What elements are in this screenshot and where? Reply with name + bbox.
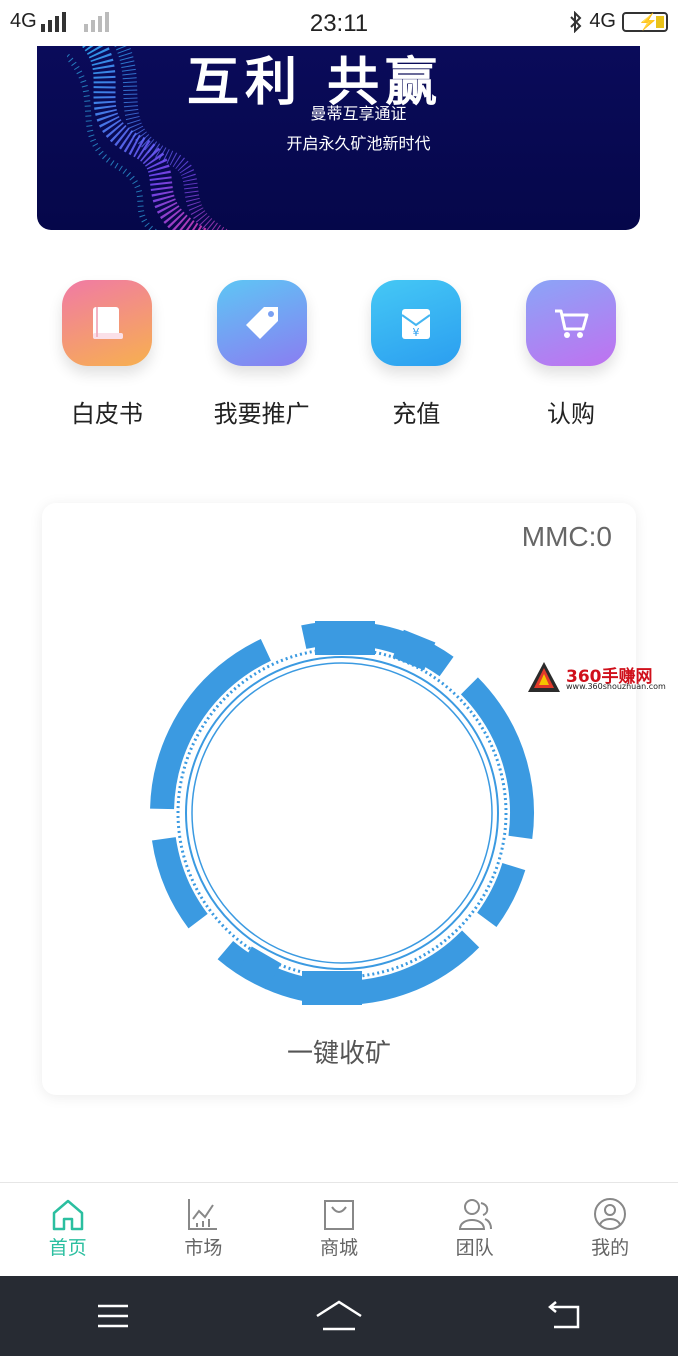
quick-action-recharge[interactable]: ¥ 充值 <box>339 280 493 440</box>
bluetooth-icon <box>570 10 582 33</box>
shopping-bag-icon <box>323 1200 354 1230</box>
menu-icon <box>98 1304 128 1328</box>
status-left: 4G <box>10 10 109 33</box>
collect-mining-label[interactable]: 一键收矿 <box>286 1039 391 1069</box>
home-icon <box>52 1199 84 1231</box>
promo-banner[interactable]: 互利 共赢 曼蒂互享通证 开启永久矿池新时代 <box>37 46 640 230</box>
mmc-balance: MMC:0 <box>521 521 612 552</box>
tab-label: 首页 <box>48 1237 87 1259</box>
subscribe-icon-tile <box>525 280 616 366</box>
quick-action-promote[interactable]: 我要推广 <box>185 280 339 440</box>
watermark-url: www.360shouzhuan.com <box>566 682 666 691</box>
cart-icon <box>554 309 589 338</box>
banner-title: 互利 共赢 <box>187 53 444 113</box>
banner-subtitle: 曼蒂互享通证 <box>310 104 407 123</box>
team-icon <box>458 1199 492 1230</box>
status-bar: 4G 23:11 4G ⚡ <box>0 0 678 46</box>
clock: 23:11 <box>309 10 369 37</box>
tab-label: 市场 <box>184 1237 223 1259</box>
tab-market[interactable]: 市场 <box>148 1183 258 1276</box>
home-nav-icon <box>316 1300 362 1331</box>
bottom-tab-bar: 首页 市场 商城 团队 我的 <box>0 1182 678 1276</box>
quick-action-label: 白皮书 <box>71 400 143 428</box>
home-button[interactable] <box>299 1286 379 1346</box>
mining-card: MMC:0 一键收矿 <box>42 503 636 1095</box>
quick-action-label: 我要推广 <box>213 400 310 428</box>
network-type-left: 4G <box>10 10 37 32</box>
watermark-logo-icon <box>528 662 560 692</box>
site-watermark: 360手赚网 www.360shouzhuan.com <box>526 660 676 696</box>
signal-secondary-icon <box>83 11 109 32</box>
status-right: 4G ⚡ <box>569 10 668 33</box>
quick-actions: 白皮书 我要推广 ¥ 充值 认购 <box>30 280 648 440</box>
book-icon <box>93 307 123 339</box>
tab-home[interactable]: 首页 <box>13 1183 123 1276</box>
back-icon <box>548 1301 580 1329</box>
menu-button[interactable] <box>73 1286 153 1346</box>
banner-tagline: 开启永久矿池新时代 <box>286 134 431 153</box>
envelope-yuan-icon: ¥ <box>401 309 431 339</box>
quick-action-label: 认购 <box>546 400 595 428</box>
tab-mall[interactable]: 商城 <box>284 1183 394 1276</box>
quick-action-label: 充值 <box>392 400 441 428</box>
tab-label: 我的 <box>591 1237 630 1259</box>
network-type-right: 4G <box>589 10 616 32</box>
tab-label: 团队 <box>455 1237 494 1259</box>
signal-icon <box>40 11 66 32</box>
profile-icon <box>594 1198 627 1230</box>
digital-wave-graphic <box>67 46 230 230</box>
tab-label: 商城 <box>319 1237 358 1259</box>
battery-icon: ⚡ <box>622 11 668 32</box>
quick-action-whitepaper[interactable]: 白皮书 <box>30 280 184 440</box>
system-nav-bar <box>0 1276 678 1356</box>
mining-ring-button[interactable] <box>142 613 542 1013</box>
promote-icon-tile <box>216 280 307 366</box>
svg-text:¥: ¥ <box>413 326 420 339</box>
quick-action-subscribe[interactable]: 认购 <box>494 280 648 440</box>
whitepaper-icon-tile <box>62 280 152 366</box>
watermark-text: 360手赚网 <box>566 667 653 687</box>
tab-profile[interactable]: 我的 <box>555 1183 665 1276</box>
tab-team[interactable]: 团队 <box>420 1183 530 1276</box>
recharge-icon-tile: ¥ <box>371 280 462 366</box>
chart-icon <box>188 1199 218 1230</box>
back-button[interactable] <box>525 1286 605 1346</box>
tag-icon <box>245 307 278 339</box>
